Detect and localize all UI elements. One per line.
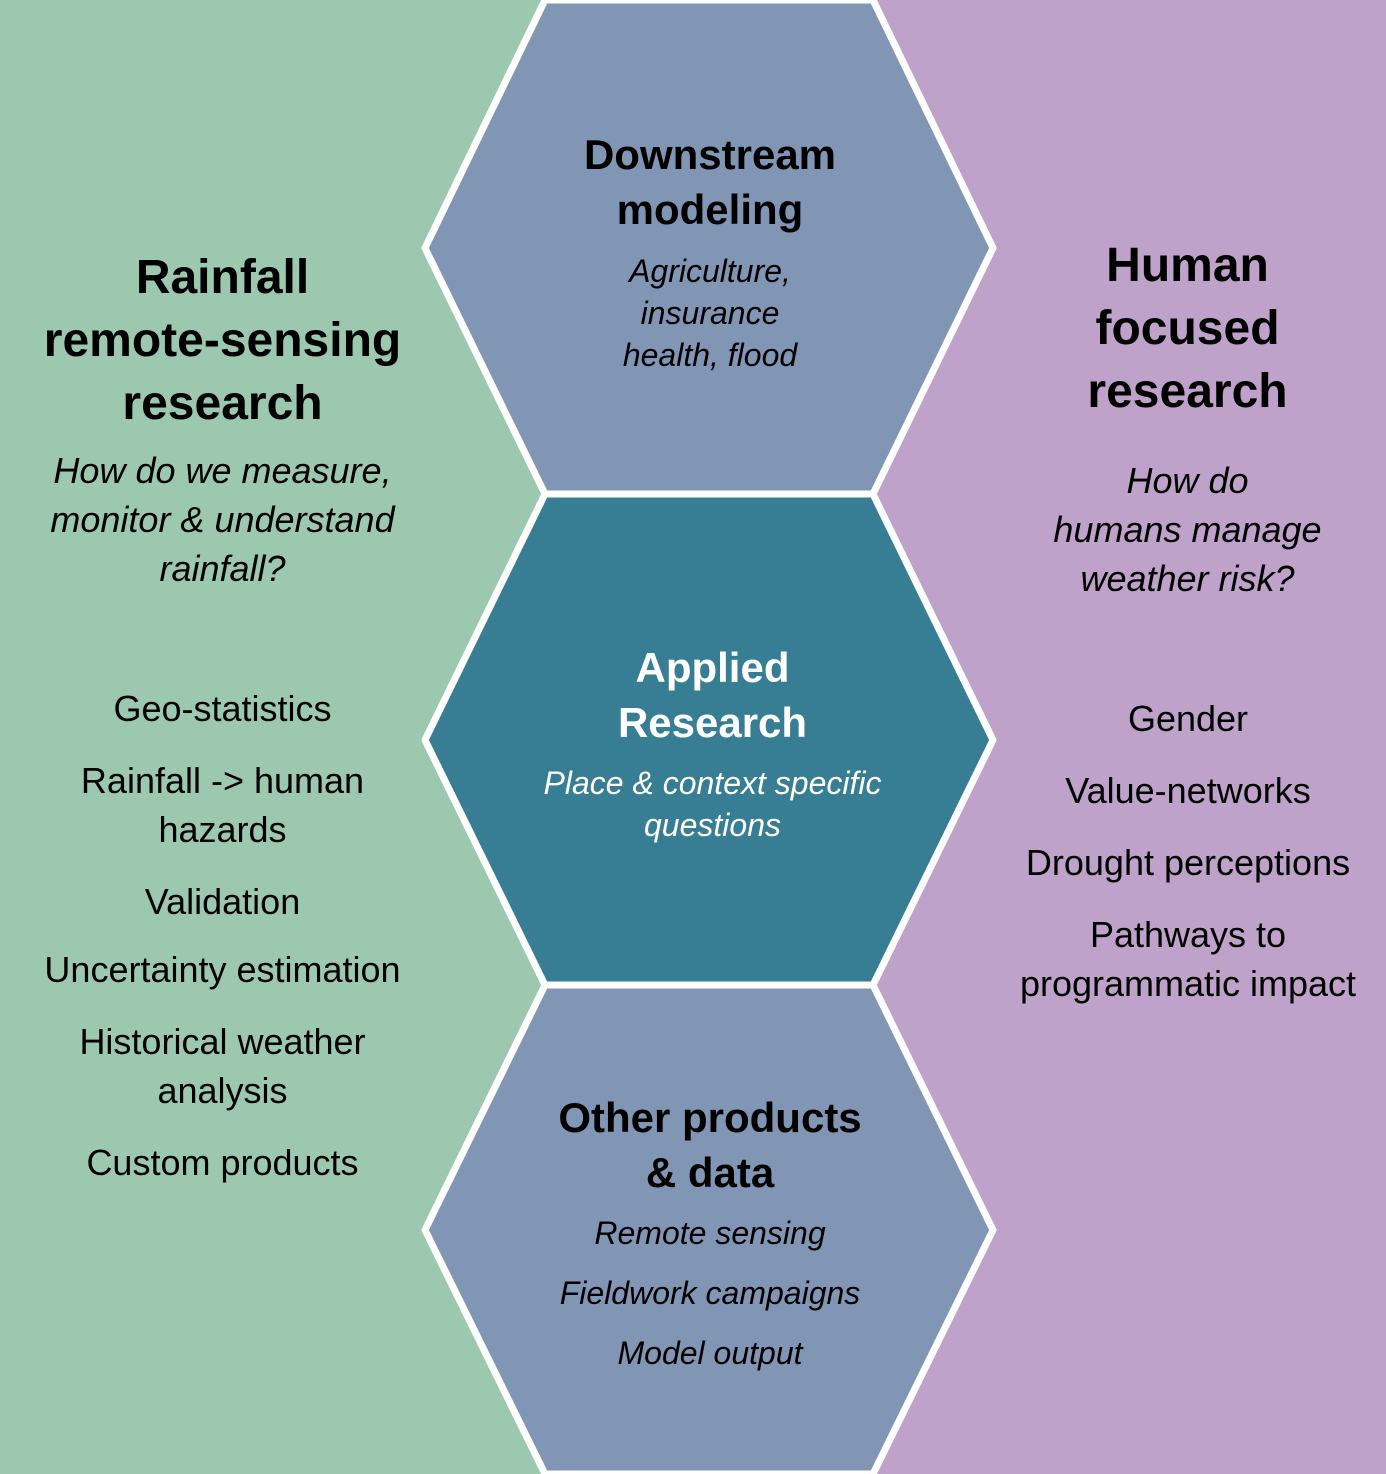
downstream-title-line: Downstream xyxy=(583,131,837,178)
right-question-line: humans manage xyxy=(1053,509,1322,550)
right-title: Human focused research xyxy=(1000,234,1375,423)
left-item: Rainfall -> human hazards xyxy=(80,760,365,850)
applied-research-title: Applied Research xyxy=(520,640,905,750)
left-item: Validation xyxy=(144,881,301,922)
downstream-subtitle-line: health, flood xyxy=(622,337,798,373)
left-items: Geo-statistics Rainfall -> human hazards… xyxy=(40,684,405,1187)
other-products-title-line: Other products xyxy=(558,1094,862,1141)
right-title-line: focused xyxy=(1095,302,1280,355)
left-title-line: research xyxy=(122,377,323,430)
other-products-item: Remote sensing xyxy=(594,1215,826,1251)
downstream-subtitle-line: Agriculture, xyxy=(629,253,791,289)
right-items: Gender Value-networks Drought perception… xyxy=(998,694,1378,1008)
left-item: Historical weather analysis xyxy=(79,1021,366,1111)
right-title-line: research xyxy=(1087,365,1288,418)
left-question-line: monitor & understand xyxy=(50,499,395,540)
downstream-modeling-subtitle: Agriculture, insurance health, flood xyxy=(520,250,900,376)
downstream-modeling-hexagon xyxy=(421,0,997,498)
downstream-subtitle-line: insurance xyxy=(640,295,780,331)
left-item: Geo-statistics xyxy=(113,688,332,729)
right-item: Drought perceptions xyxy=(1025,842,1351,883)
applied-research-subtitle: Place & context specific questions xyxy=(505,762,920,846)
left-title-line: remote-sensing xyxy=(43,314,402,367)
right-question: How do humans manage weather risk? xyxy=(1000,456,1375,603)
left-title: Rainfall remote-sensing research xyxy=(10,246,435,435)
left-question: How do we measure, monitor & understand … xyxy=(10,446,435,593)
applied-subtitle-line: Place & context specific xyxy=(543,765,882,801)
right-item: Pathways to programmatic impact xyxy=(1019,914,1357,1004)
downstream-modeling-title: Downstream modeling xyxy=(520,127,900,237)
other-products-title-line: & data xyxy=(645,1149,775,1196)
left-item: Uncertainty estimation xyxy=(44,949,401,990)
right-item: Gender xyxy=(1127,698,1249,739)
other-products-hexagon xyxy=(421,981,997,1474)
other-products-title: Other products & data xyxy=(505,1090,915,1200)
left-question-line: rainfall? xyxy=(159,548,286,589)
right-question-line: How do xyxy=(1126,460,1249,501)
downstream-title-line: modeling xyxy=(616,186,804,233)
other-products-item: Fieldwork campaigns xyxy=(559,1275,861,1311)
right-title-line: Human xyxy=(1106,239,1269,292)
applied-subtitle-line: questions xyxy=(644,807,781,843)
left-title-line: Rainfall xyxy=(135,251,310,304)
other-products-items: Remote sensing Fieldwork campaigns Model… xyxy=(505,1212,915,1374)
applied-title-line: Applied xyxy=(635,644,790,691)
right-item: Value-networks xyxy=(1065,770,1311,811)
left-question-line: How do we measure, xyxy=(53,450,392,491)
applied-title-line: Research xyxy=(617,699,808,746)
right-question-line: weather risk? xyxy=(1080,558,1295,599)
left-item: Custom products xyxy=(86,1142,359,1183)
other-products-item: Model output xyxy=(617,1335,803,1371)
